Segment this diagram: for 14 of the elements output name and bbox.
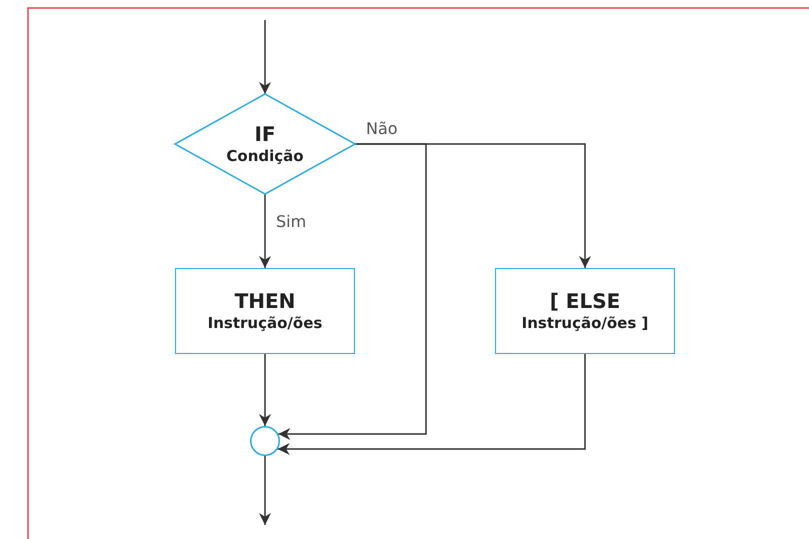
node-heading: THEN (234, 288, 296, 312)
node-text: Instrução/ões (208, 312, 322, 334)
node-heading: [ ELSE (550, 288, 620, 312)
arrow (278, 354, 586, 455)
arrow (259, 194, 271, 268)
arrow (259, 20, 271, 94)
arrow (278, 143, 427, 440)
node-heading: IF (254, 122, 276, 146)
node-text: Instrução/ões ] (522, 312, 648, 334)
process-box (175, 268, 355, 354)
node-text: Condição (226, 146, 304, 166)
arrow (259, 354, 271, 426)
arrow (259, 456, 271, 525)
process-box (495, 268, 675, 354)
